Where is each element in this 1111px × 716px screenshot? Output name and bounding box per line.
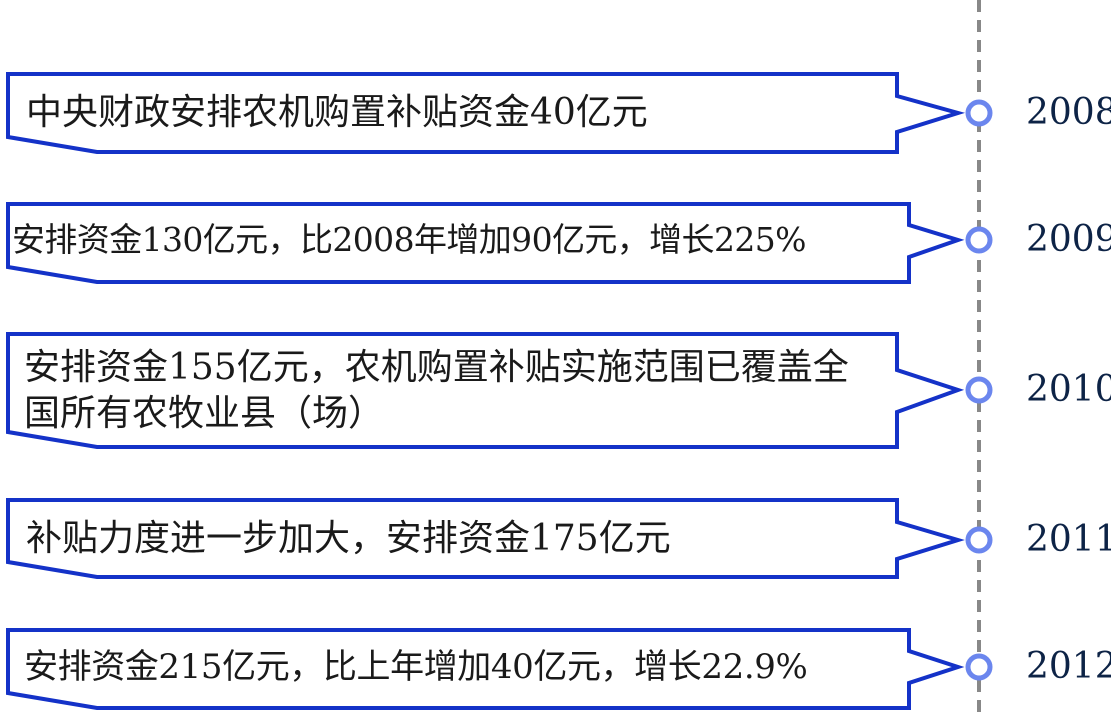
event-text-2012: 安排资金215亿元，比上年增加40亿元，增长22.9% — [24, 647, 808, 687]
year-label-2008: 2008 — [1026, 92, 1111, 133]
event-text-2009: 安排资金130亿元，比2008年增加90亿元，增长225% — [12, 220, 807, 259]
timeline-marker-2008 — [965, 99, 993, 127]
event-box-2008 — [6, 72, 966, 154]
event-text-2008: 中央财政安排农机购置补贴资金40亿元 — [26, 92, 648, 133]
event-text-2011: 补贴力度进一步加大，安排资金175亿元 — [26, 518, 671, 559]
year-label-2011: 2011 — [1026, 519, 1111, 560]
event-box-2010 — [6, 332, 965, 449]
timeline-marker-2010 — [965, 376, 993, 404]
event-box-2012 — [6, 628, 965, 710]
timeline-marker-2011 — [965, 526, 993, 554]
timeline-marker-2009 — [965, 226, 993, 254]
year-label-2010: 2010 — [1026, 369, 1111, 410]
year-label-2009: 2009 — [1026, 219, 1111, 260]
event-text-2010: 安排资金155亿元，农机购置补贴实施范围已覆盖全国所有农牧业县（场） — [24, 347, 849, 434]
year-label-2012: 2012 — [1026, 646, 1111, 687]
event-box-2009 — [6, 202, 965, 284]
timeline-marker-2012 — [965, 653, 993, 681]
event-box-2011 — [6, 498, 965, 579]
